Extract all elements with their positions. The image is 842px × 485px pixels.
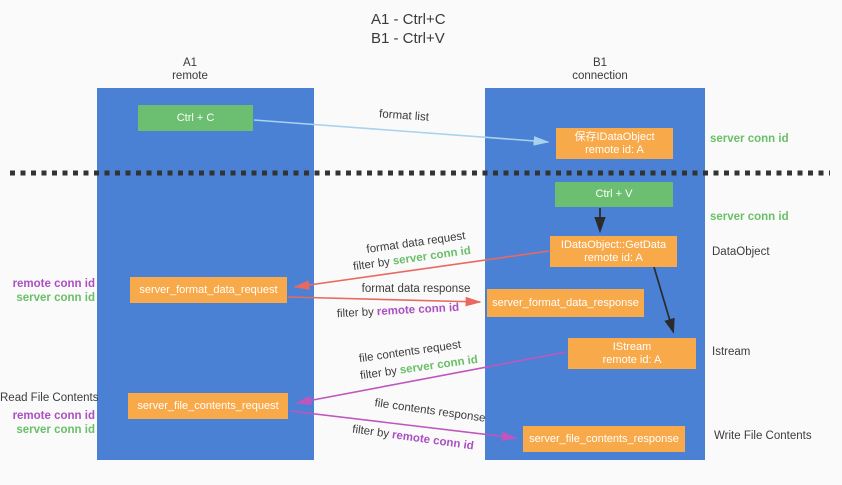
lane-a1-title: A1 bbox=[182, 57, 198, 69]
lane-b1-subtitle: connection bbox=[572, 70, 628, 82]
node-ctrl-c-label: Ctrl + C bbox=[176, 111, 215, 124]
annotation-server-conn-id-left-top: server conn id bbox=[16, 292, 95, 304]
node-ctrl-c: Ctrl + C bbox=[138, 105, 253, 131]
node-save-idataobject-line1: 保存IDataObject bbox=[574, 130, 655, 143]
edge-label-format-list: format list bbox=[378, 108, 430, 124]
edge-label-file-contents-response: file contents response bbox=[373, 397, 487, 425]
node-istream-line1: IStream bbox=[612, 340, 652, 353]
node-server-file-contents-response: server_file_contents_response bbox=[523, 426, 685, 452]
annotation-dataobject: DataObject bbox=[712, 246, 770, 258]
node-idataobject-getdata-line1: IDataObject::GetData bbox=[560, 238, 667, 251]
node-istream-line2: remote id: A bbox=[602, 353, 662, 366]
filter-by-text: filter by bbox=[336, 306, 375, 321]
node-server-format-data-request: server_format_data_request bbox=[130, 277, 287, 303]
filter-by-text: filter by bbox=[352, 256, 391, 274]
node-save-idataobject-line2: remote id: A bbox=[585, 143, 644, 156]
remote-conn-id-keyword: remote conn id bbox=[391, 429, 475, 453]
node-idataobject-getdata: IDataObject::GetData remote id: A bbox=[550, 236, 677, 267]
annotation-read-file-contents: Read File Contents bbox=[0, 392, 99, 404]
diagram-title: A1 - Ctrl+C B1 - Ctrl+V bbox=[371, 10, 446, 48]
node-ctrl-v: Ctrl + V bbox=[555, 182, 673, 207]
diagram-title-line1: A1 - Ctrl+C bbox=[371, 11, 446, 28]
node-server-file-contents-response-label: server_file_contents_response bbox=[529, 432, 679, 445]
node-server-format-data-response-label: server_format_data_response bbox=[492, 296, 639, 309]
filter-by-text: filter by bbox=[351, 423, 390, 441]
remote-conn-id-keyword: remote conn id bbox=[376, 301, 460, 319]
edge-label-file-contents-response-filter: filter byremote conn id bbox=[352, 424, 475, 453]
node-server-file-contents-request: server_file_contents_request bbox=[128, 393, 288, 419]
lane-b1-title: B1 bbox=[592, 57, 608, 69]
annotation-remote-conn-id-top: remote conn id bbox=[12, 278, 95, 290]
lane-b1-header: B1 connection bbox=[525, 57, 675, 83]
diagram-title-line2: B1 - Ctrl+V bbox=[371, 30, 445, 47]
node-istream: IStream remote id: A bbox=[568, 338, 696, 369]
node-server-file-contents-request-label: server_file_contents_request bbox=[137, 399, 279, 412]
lane-a1-subtitle: remote bbox=[172, 70, 208, 82]
annotation-server-conn-id-top: server conn id bbox=[710, 133, 789, 145]
node-server-format-data-request-label: server_format_data_request bbox=[139, 283, 278, 296]
annotation-istream: Istream bbox=[712, 346, 751, 358]
node-server-format-data-response: server_format_data_response bbox=[487, 289, 644, 317]
edge-label-format-data-response: format data response bbox=[361, 283, 471, 295]
annotation-server-conn-id-mid: server conn id bbox=[710, 211, 789, 223]
node-idataobject-getdata-line2: remote id: A bbox=[584, 251, 643, 264]
node-ctrl-v-label: Ctrl + V bbox=[595, 188, 633, 200]
annotation-remote-conn-id-bottom: remote conn id bbox=[12, 410, 95, 422]
annotation-write-file-contents: Write File Contents bbox=[714, 430, 812, 442]
filter-by-text: filter by bbox=[359, 365, 398, 383]
node-save-idataobject: 保存IDataObject remote id: A bbox=[556, 128, 673, 159]
lane-a1-header: A1 remote bbox=[120, 57, 260, 83]
annotation-server-conn-id-left-bottom: server conn id bbox=[16, 424, 95, 436]
